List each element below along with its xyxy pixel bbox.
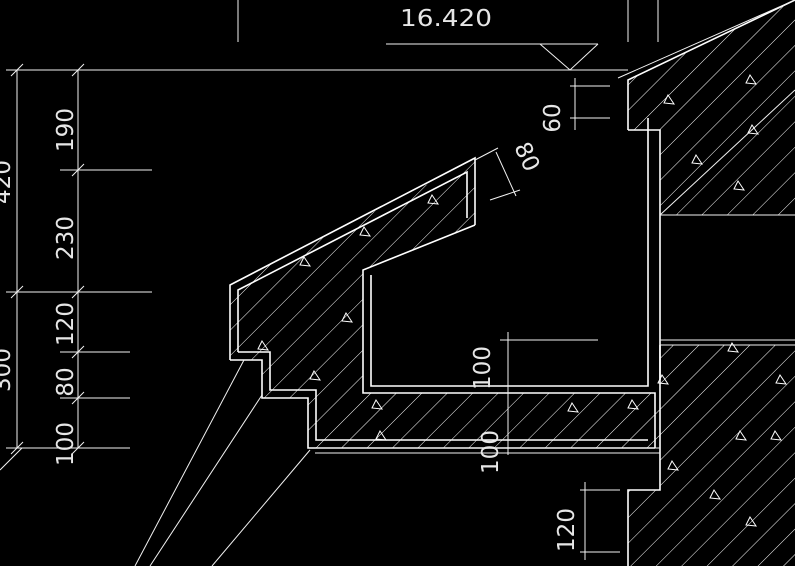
dim-100-mid-lower: 100 bbox=[478, 430, 504, 474]
aggregate-mark bbox=[427, 194, 440, 205]
right-wall-upper bbox=[617, 0, 795, 380]
dim-230: 230 bbox=[53, 216, 79, 260]
dim-80-left: 80 bbox=[53, 367, 79, 396]
aggregate-mark bbox=[359, 226, 372, 237]
dim-420: 420 bbox=[0, 160, 16, 204]
dim-190: 190 bbox=[53, 108, 79, 152]
aggregate-mark bbox=[257, 340, 270, 351]
dim-60: 60 bbox=[540, 103, 566, 132]
dim-120-bottom-group: 120 bbox=[554, 482, 620, 560]
aggregate-mark bbox=[745, 74, 758, 85]
aggregate-mark bbox=[627, 399, 640, 410]
aggregate-mark bbox=[309, 370, 322, 381]
elevation-text: 16.420 bbox=[400, 6, 492, 32]
dim-100-mid-upper: 100 bbox=[470, 346, 496, 390]
aggregate-mark bbox=[663, 94, 676, 105]
aggregate-mark bbox=[775, 374, 788, 385]
aggregate-mark bbox=[341, 312, 354, 323]
aggregate-mark bbox=[770, 430, 783, 441]
aggregate-mark bbox=[735, 430, 748, 441]
aggregate-mark bbox=[375, 430, 388, 441]
aggregate-mark bbox=[667, 460, 680, 471]
aggregate-mark bbox=[727, 342, 740, 353]
aggregate-mark bbox=[657, 374, 670, 385]
support-lines bbox=[0, 359, 311, 566]
aggregate-mark bbox=[299, 256, 312, 267]
dim-100-mid-group: 100 100 bbox=[470, 332, 598, 474]
dim-120-bottom: 120 bbox=[554, 508, 580, 552]
aggregate-mark bbox=[747, 124, 760, 135]
aggregate-mark bbox=[371, 399, 384, 410]
aggregate-mark bbox=[709, 489, 722, 500]
concrete-aggregate-marks bbox=[257, 74, 788, 527]
dim-100-left: 100 bbox=[53, 422, 79, 466]
left-dimension-chain: 420 300 190 230 120 80 100 bbox=[0, 63, 152, 466]
dim-80-slope: 80 bbox=[508, 138, 544, 176]
aggregate-mark bbox=[733, 180, 746, 191]
elevation-marker: 16.420 bbox=[237, 0, 659, 71]
aggregate-mark bbox=[691, 154, 704, 165]
dim-120-left: 120 bbox=[53, 302, 79, 346]
dim-60-group: 60 bbox=[540, 78, 610, 133]
dim-300: 300 bbox=[0, 348, 16, 392]
aggregate-mark bbox=[745, 516, 758, 527]
main-slab-section bbox=[229, 118, 660, 460]
dim-80-slope-group: 80 bbox=[474, 138, 544, 201]
right-wall-lower bbox=[627, 344, 795, 566]
aggregate-mark bbox=[567, 402, 580, 413]
